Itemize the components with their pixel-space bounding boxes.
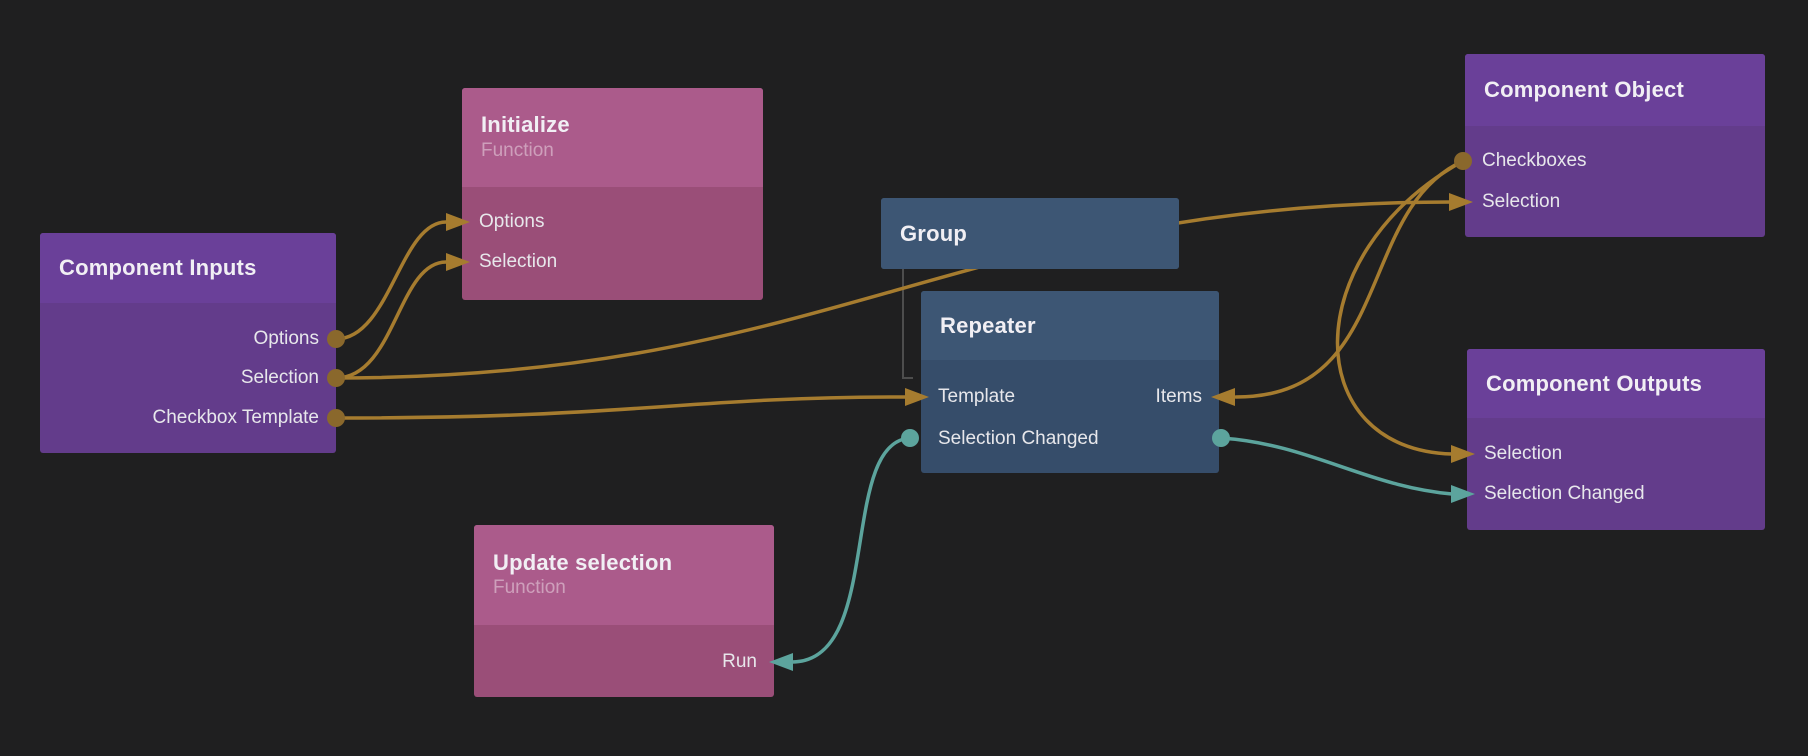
node-subtitle: Function: [493, 577, 566, 599]
wire-inputs-template-to-repeater-template[interactable]: [334, 395, 908, 420]
port-component-object-selection[interactable]: Selection: [1482, 191, 1561, 212]
node-title: Component Outputs: [1486, 370, 1703, 396]
port-component-inputs-selection[interactable]: Selection: [240, 367, 319, 388]
node-title: Group: [900, 220, 967, 246]
port-repeater-template[interactable]: Template: [938, 386, 1016, 407]
wire-inputs-options-to-initialize-options[interactable]: [334, 220, 448, 341]
wire-object-checkboxes-to-repeater-items[interactable]: [1234, 159, 1465, 399]
node-title: Repeater: [940, 312, 1036, 338]
port-component-inputs-options[interactable]: Options: [253, 328, 319, 349]
port-initialize-selection[interactable]: Selection: [479, 251, 558, 272]
port-component-outputs-selection[interactable]: Selection: [1484, 443, 1563, 464]
node-header[interactable]: Group: [881, 198, 1179, 269]
node-title: Component Inputs: [59, 255, 257, 281]
node-title: Initialize: [481, 112, 570, 138]
wire-repeater-selchanged-to-update-run[interactable]: [790, 436, 912, 664]
wire-inputs-selection-to-object-selection[interactable]: [334, 200, 1454, 380]
node-header[interactable]: Component Inputs: [40, 233, 336, 303]
node-header[interactable]: Component Outputs: [1467, 349, 1765, 418]
wire-object-checkboxes-to-outputs-selection[interactable]: [1335, 159, 1465, 456]
port-repeater-selection-changed[interactable]: Selection Changed: [938, 428, 1099, 449]
wire-repeater-selchanged-to-outputs-selchanged[interactable]: [1219, 436, 1454, 496]
port-repeater-items[interactable]: Items: [1155, 386, 1202, 407]
node-title: Update selection: [493, 549, 673, 575]
node-title: Component Object: [1484, 77, 1684, 103]
node-header[interactable]: Component Object: [1465, 54, 1765, 126]
port-initialize-options[interactable]: Options: [479, 211, 545, 232]
port-component-outputs-selection-changed[interactable]: Selection Changed: [1484, 483, 1645, 504]
node-header[interactable]: Repeater: [921, 291, 1219, 360]
port-component-inputs-checkbox-template[interactable]: Checkbox Template: [152, 407, 319, 428]
wire-inputs-selection-to-initialize-selection[interactable]: [334, 260, 448, 380]
node-subtitle: Function: [481, 139, 554, 161]
port-component-object-checkboxes[interactable]: Checkboxes: [1482, 150, 1587, 171]
port-update-selection-run[interactable]: Run: [722, 651, 757, 672]
node-group[interactable]: Group: [881, 198, 1179, 269]
